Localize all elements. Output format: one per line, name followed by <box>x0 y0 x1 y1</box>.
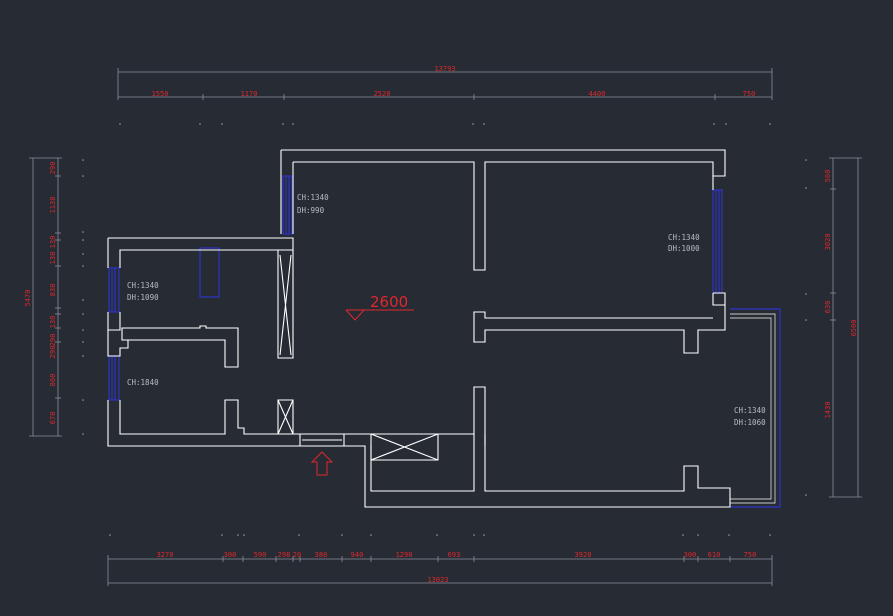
dim-bottom-seg: 610 <box>708 551 721 559</box>
dim-left-seg: 860 <box>49 374 57 387</box>
dim-right-seg: 560 <box>824 170 832 183</box>
room-label: DH:1060 <box>734 418 766 427</box>
dim-left-seg: 1130 <box>49 197 57 214</box>
dim-bottom-seg: 1290 <box>396 551 413 559</box>
room-label: CH:1340 <box>297 193 329 202</box>
dim-top-seg: 2520 <box>374 90 391 98</box>
dim-bottom-seg: 693 <box>448 551 461 559</box>
dim-bottom-seg: 300 <box>684 551 697 559</box>
dim-top-seg: 750 <box>743 90 756 98</box>
window-study <box>282 175 293 235</box>
bottom-dimensions: 3270 300 590 298 20 380 940 1290 693 392… <box>107 534 773 586</box>
dim-left-seg: 130 <box>49 252 57 265</box>
dim-bottom-seg: 590 <box>254 551 267 559</box>
up-arrow-icon <box>310 451 334 476</box>
room-label: CH:1340 <box>668 233 700 242</box>
walls <box>107 149 731 508</box>
dim-bottom-seg: 750 <box>744 551 757 559</box>
dim-bottom-seg: 298 <box>278 551 291 559</box>
dim-bottom-seg: 300 <box>224 551 237 559</box>
dim-bottom-seg: 940 <box>351 551 364 559</box>
window-left-upper <box>108 267 120 313</box>
room-label: DH:1000 <box>668 244 700 253</box>
left-dimensions: 5470 290 1130 130 130 830 130 290 290 86… <box>24 157 84 437</box>
dim-right-seg: 3020 <box>824 234 832 251</box>
top-dimensions: 13793 1550 1170 2520 4400 750 <box>117 65 773 125</box>
dim-top-seg: 1550 <box>152 90 169 98</box>
level-marker-icon <box>345 309 414 321</box>
cabinet-blue <box>199 247 220 298</box>
right-dimensions: 560 3020 630 1430 6500 <box>805 157 862 498</box>
dim-left-seg: 830 <box>49 284 57 297</box>
dim-top-seg: 1170 <box>241 90 258 98</box>
dim-bottom-seg: 3920 <box>575 551 592 559</box>
dim-bottom-seg: 20 <box>293 551 301 559</box>
dim-top-overall: 13793 <box>434 65 455 73</box>
dim-top-seg: 4400 <box>589 90 606 98</box>
ceiling-height-label: 2600 <box>370 293 408 311</box>
window-left-lower <box>108 355 120 401</box>
dim-left-seg: 290 <box>49 346 57 359</box>
dim-right-overall: 6500 <box>850 320 858 337</box>
windows <box>108 175 781 508</box>
dim-left-seg: 290 <box>49 162 57 175</box>
room-label: CH:1340 <box>734 406 766 415</box>
room-labels: CH:1340 DH:990 CH:1340 DH:1000 CH:1340 D… <box>127 193 766 427</box>
dim-left-seg: 130 <box>49 236 57 249</box>
room-label: CH:1340 <box>127 281 159 290</box>
dim-left-seg: 130 <box>49 316 57 329</box>
dim-left-overall: 5470 <box>24 290 32 307</box>
bay-window-outer <box>730 308 781 508</box>
room-label: DH:1090 <box>127 293 159 302</box>
dim-right-seg: 1430 <box>824 402 832 419</box>
dim-bottom-seg: 380 <box>315 551 328 559</box>
dim-right-seg: 630 <box>824 301 832 314</box>
room-label: CH:1840 <box>127 378 159 387</box>
dim-left-seg: 670 <box>49 412 57 425</box>
window-bedroom-north <box>712 189 723 294</box>
room-label: DH:990 <box>297 206 325 215</box>
dim-left-seg: 290 <box>49 334 57 347</box>
dim-bottom-overall: 13023 <box>427 576 448 584</box>
dim-bottom-seg: 3270 <box>157 551 174 559</box>
